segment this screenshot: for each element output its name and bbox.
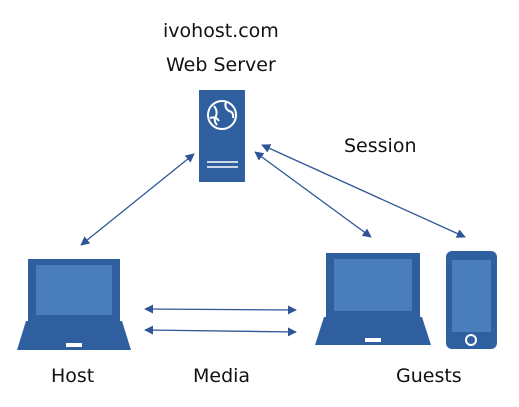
server-title-label: Web Server	[166, 54, 276, 76]
arrow-media-top	[144, 304, 297, 315]
host-label: Host	[51, 365, 95, 387]
arrow-server-guest-laptop	[254, 151, 372, 238]
guest-laptop-icon	[315, 253, 431, 345]
server-domain-label: ivohost.com	[163, 20, 279, 42]
server-globe-icon	[199, 90, 245, 182]
arrow-media-bottom	[144, 325, 297, 337]
host-laptop-icon	[17, 259, 131, 350]
smartphone-icon	[446, 251, 497, 349]
arrow-server-guest-phone	[261, 144, 466, 238]
media-label: Media	[193, 365, 251, 387]
guests-label: Guests	[396, 365, 462, 387]
arrow-server-host	[80, 153, 195, 246]
